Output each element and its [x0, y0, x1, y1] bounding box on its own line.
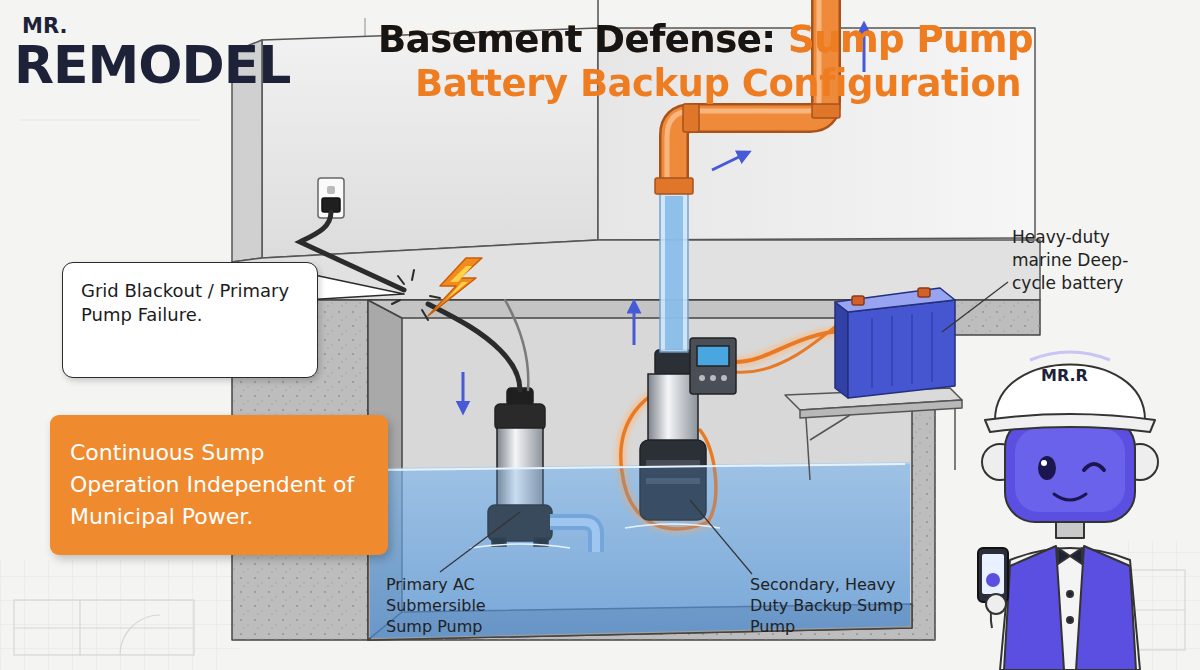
flow-arrow: [712, 154, 745, 170]
blueprint-background: [0, 560, 240, 670]
deep-cycle-battery: [931, 312, 933, 382]
battery-shelf: [810, 415, 850, 440]
leader-line: [440, 512, 520, 572]
helmet-badge: MR.R: [1041, 366, 1088, 385]
battery-shelf: [806, 418, 810, 480]
node-text: Grid Blackout / Primary Pump Failure.: [81, 279, 299, 327]
robot-mascot: [1030, 352, 1110, 360]
robot-mascot: [1076, 546, 1136, 670]
outage-spark: [398, 276, 404, 284]
discharge-pipe: [683, 104, 699, 132]
deep-cycle-battery: [835, 288, 955, 398]
blueprint-background: [79, 600, 80, 655]
battery-shelf: [954, 408, 956, 470]
pit-water-front: [625, 524, 720, 528]
deep-cycle-battery: [835, 288, 955, 312]
robot-mascot: [1005, 418, 1135, 522]
outage-spark: [430, 296, 440, 298]
outage-spark: [412, 270, 414, 280]
robot-mascot: [986, 594, 1006, 614]
robot-mascot: [1084, 464, 1104, 470]
robot-mascot: [1067, 591, 1073, 597]
robot-mascot: [986, 573, 1000, 587]
battery-controller: [690, 338, 736, 394]
outage-spark: [392, 300, 400, 304]
backup-pump: [655, 350, 691, 376]
diagram-title: Basement Defense: Sump Pump Battery Back…: [378, 18, 1178, 106]
deep-cycle-battery: [852, 296, 864, 305]
robot-mascot: [1041, 460, 1047, 466]
deep-cycle-battery: [871, 318, 873, 388]
discharge-pipe: [812, 104, 840, 118]
logo-wordmark: REMODEL: [14, 34, 290, 96]
leader-line: [690, 500, 752, 574]
robot-mascot: [995, 365, 1145, 421]
node-text: Continuous Sump Operation Independent of…: [70, 437, 368, 533]
flow-arrow: [633, 306, 636, 345]
outage-spark: [446, 266, 472, 300]
discharge-pipe: [665, 196, 683, 350]
part-label: Heavy-duty marine Deep-cycle battery: [1012, 226, 1130, 295]
robot-mascot: [985, 414, 1155, 432]
battery-controller: [710, 375, 716, 381]
part-label: Secondary, Heavy Duty Backup Sump Pump: [750, 574, 925, 637]
leader-line: [440, 282, 1008, 574]
discharge-pipe: [655, 178, 693, 194]
robot-mascot: [1054, 494, 1086, 500]
battery-shelf: [800, 400, 962, 418]
blueprint-background: [20, 119, 200, 120]
deep-cycle-battery: [891, 316, 893, 386]
battery-shelf: [785, 388, 962, 480]
wall-outlet: [327, 186, 335, 194]
deep-cycle-battery: [911, 314, 913, 384]
part-label: Primary AC Submersible Sump Pump: [386, 574, 504, 637]
battery-controller: [690, 338, 736, 394]
power-cable: [300, 212, 528, 390]
deep-cycle-battery: [848, 300, 955, 398]
robot-mascot: [1070, 548, 1082, 564]
deep-cycle-battery: [918, 288, 930, 297]
flow-arrow: [462, 372, 465, 408]
robot-mascot: [1067, 617, 1073, 623]
discharge-pipe: [660, 190, 688, 352]
robot-mascot: [982, 554, 1004, 594]
blueprint-background: [120, 615, 160, 655]
robot-mascot: [1015, 428, 1125, 512]
basement-floor: [232, 240, 1040, 300]
blueprint-background: [14, 600, 194, 655]
deep-cycle-battery: [835, 302, 848, 398]
power-cable: [505, 300, 528, 390]
robot-mascot: [1058, 548, 1070, 564]
power-cable: [428, 304, 520, 390]
pit-water-front: [470, 544, 570, 548]
outage-spark: [422, 310, 428, 320]
battery-controller: [699, 375, 705, 381]
outage-spark: [392, 258, 482, 320]
pit-water-front: [380, 464, 905, 470]
basement-floor: [232, 240, 1040, 300]
outage-spark: [428, 258, 482, 316]
robot-mascot: [1004, 546, 1064, 670]
backup-pump: [646, 460, 700, 466]
battery-controller: [721, 375, 727, 381]
battery-controller: [697, 346, 729, 366]
leader-line: [942, 282, 1008, 332]
robot-mascot: [978, 352, 1158, 670]
blueprint-background: [14, 627, 194, 628]
deep-cycle-battery: [872, 312, 932, 388]
primary-pump: [495, 404, 545, 430]
feature-banner: Continuous Sump Operation Independent of…: [50, 415, 388, 555]
callout-box: Grid Blackout / Primary Pump Failure.: [62, 262, 318, 378]
robot-mascot: [1038, 456, 1056, 480]
